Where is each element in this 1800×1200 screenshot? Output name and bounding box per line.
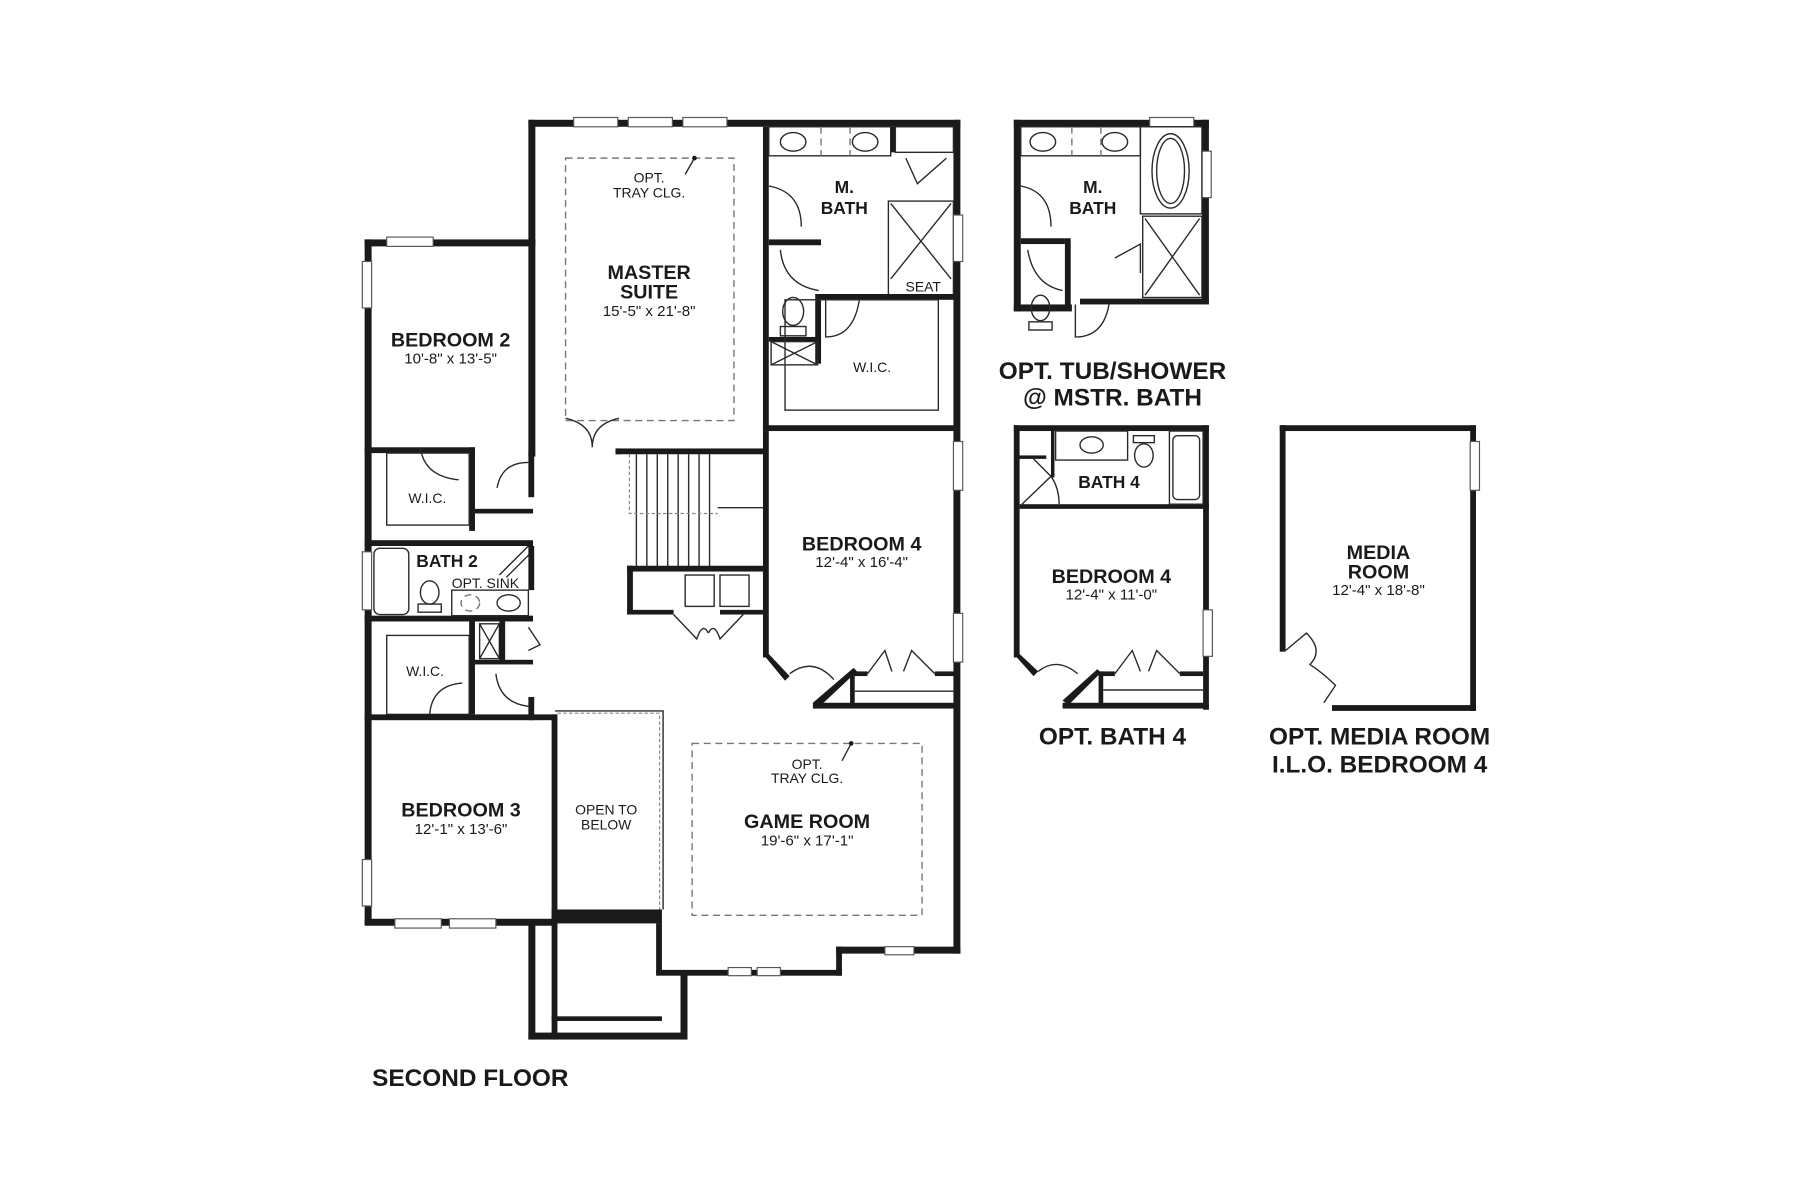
opt-bedroom4-name: BEDROOM 4	[1052, 566, 1172, 588]
option-bath4: BATH 4 BEDROOM 4 12'-4" x 11'-0" OPT. BA…	[1013, 425, 1213, 751]
master-suite-dims: 15'-5" x 21'-8"	[603, 303, 696, 320]
opt-tub-shower-caption-1: OPT. TUB/SHOWER	[999, 358, 1227, 385]
staircase	[628, 454, 763, 567]
opt-media-caption-2: I.L.O. BEDROOM 4	[1272, 751, 1488, 778]
master-suite-name-1: MASTER	[607, 262, 690, 284]
main-plan-labels: OPT. TRAY CLG. MASTER SUITE 15'-5" x 21'…	[372, 170, 921, 1092]
bedroom4-name: BEDROOM 4	[802, 534, 922, 556]
open-to-below-2: BELOW	[581, 816, 632, 832]
bed3-wic-label: W.I.C.	[406, 663, 444, 679]
bedroom3-name: BEDROOM 3	[401, 800, 521, 822]
open-to-below-1: OPEN TO	[575, 801, 637, 817]
opt-mbath-name-2: BATH	[1069, 198, 1116, 218]
plan-title: SECOND FLOOR	[372, 1065, 569, 1092]
media-room-name-2: ROOM	[1348, 562, 1409, 584]
opt-bedroom4-dims: 12'-4" x 11'-0"	[1066, 586, 1158, 603]
game-room-name: GAME ROOM	[744, 811, 870, 833]
m-bath-name-1: M.	[835, 177, 854, 197]
opt-media-caption-1: OPT. MEDIA ROOM	[1269, 724, 1490, 751]
opt-tub-shower-caption-2: @ MSTR. BATH	[1023, 384, 1202, 411]
master-tray-note-1: OPT.	[634, 170, 665, 186]
game-tray-note-1: OPT.	[792, 756, 823, 772]
media-room-dims: 12'-4" x 18'-8"	[1332, 582, 1425, 599]
master-tray-note-2: TRAY CLG.	[613, 185, 685, 201]
game-room-dims: 19'-6" x 17'-1"	[761, 833, 854, 850]
game-tray-note-2: TRAY CLG.	[771, 770, 843, 786]
shower-seat-label: SEAT	[906, 279, 942, 295]
master-wic-label: W.I.C.	[853, 359, 891, 375]
bath2-name: BATH 2	[416, 551, 478, 571]
bedroom4-dims: 12'-4" x 16'-4"	[815, 554, 908, 571]
bedroom2-name: BEDROOM 2	[391, 329, 511, 351]
opt-mbath-name-1: M.	[1083, 177, 1102, 197]
option-media-room: MEDIA ROOM 12'-4" x 18'-8" OPT. MEDIA RO…	[1269, 425, 1490, 778]
bedroom3-dims: 12'-1" x 13'-6"	[415, 821, 508, 838]
m-bath-name-2: BATH	[821, 198, 868, 218]
master-suite-name-2: SUITE	[620, 282, 678, 304]
bedroom2-dims: 10'-8" x 13'-5"	[404, 351, 497, 368]
opt-bath4-name: BATH 4	[1078, 472, 1140, 492]
media-room-name-1: MEDIA	[1347, 542, 1411, 564]
bed2-wic-label: W.I.C.	[408, 490, 446, 506]
second-floor-plan: SEAT	[361, 116, 964, 1040]
bath2-opt-sink: OPT. SINK	[452, 575, 520, 591]
opt-bath4-caption: OPT. BATH 4	[1039, 724, 1187, 751]
option-tub-shower: M. BATH OPT. TUB/SHOWER @ MSTR. BATH	[999, 116, 1227, 411]
